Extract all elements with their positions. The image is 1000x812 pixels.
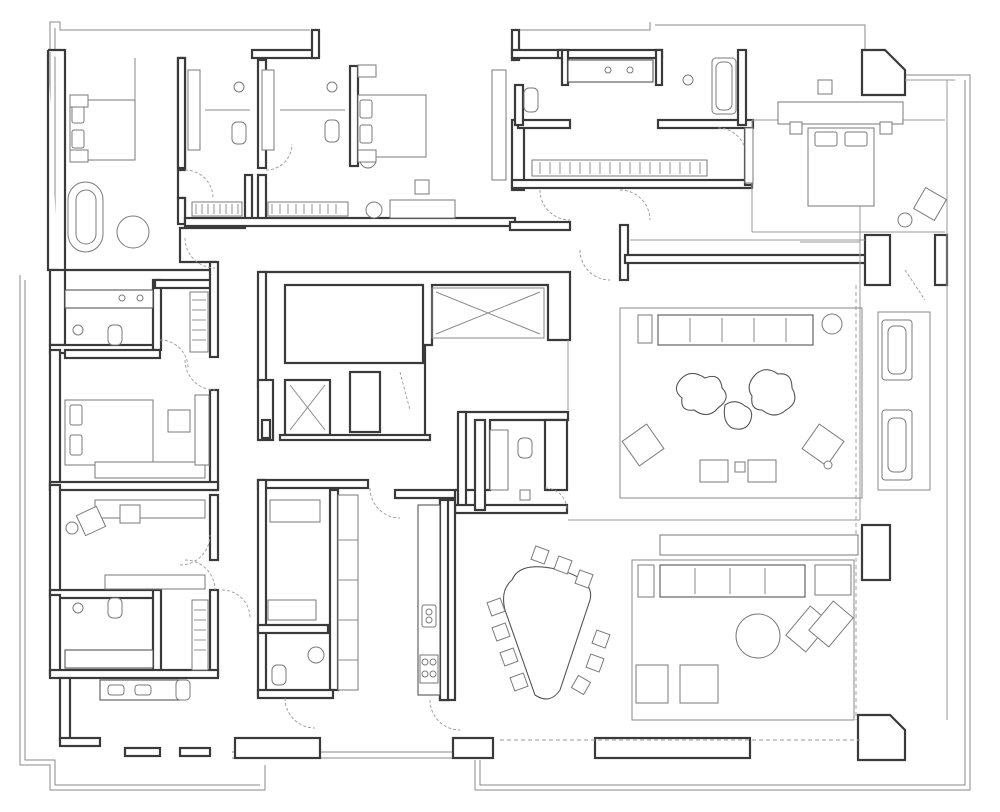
bedroom-top-left (67, 58, 150, 253)
master-bedroom (777, 79, 948, 228)
closet-hangers (191, 201, 243, 217)
master-bath (523, 57, 754, 184)
bedroom-left-1 (64, 394, 210, 479)
bathroom-left-2 (64, 597, 209, 701)
living-room-lower (631, 534, 859, 721)
bathroom-top-1 (187, 69, 250, 217)
terrace-outline (19, 21, 971, 791)
living-room-upper (619, 307, 931, 499)
dining-table (486, 545, 611, 700)
bathroom-left-1 (64, 289, 209, 353)
bathroom-top-2 (261, 69, 377, 217)
central-bath (267, 429, 533, 686)
bedroom-top-middle (357, 64, 507, 219)
central-core (256, 270, 572, 702)
bedroom-left-2 (65, 499, 206, 590)
kitchen (337, 494, 441, 696)
door-swings (159, 127, 926, 731)
